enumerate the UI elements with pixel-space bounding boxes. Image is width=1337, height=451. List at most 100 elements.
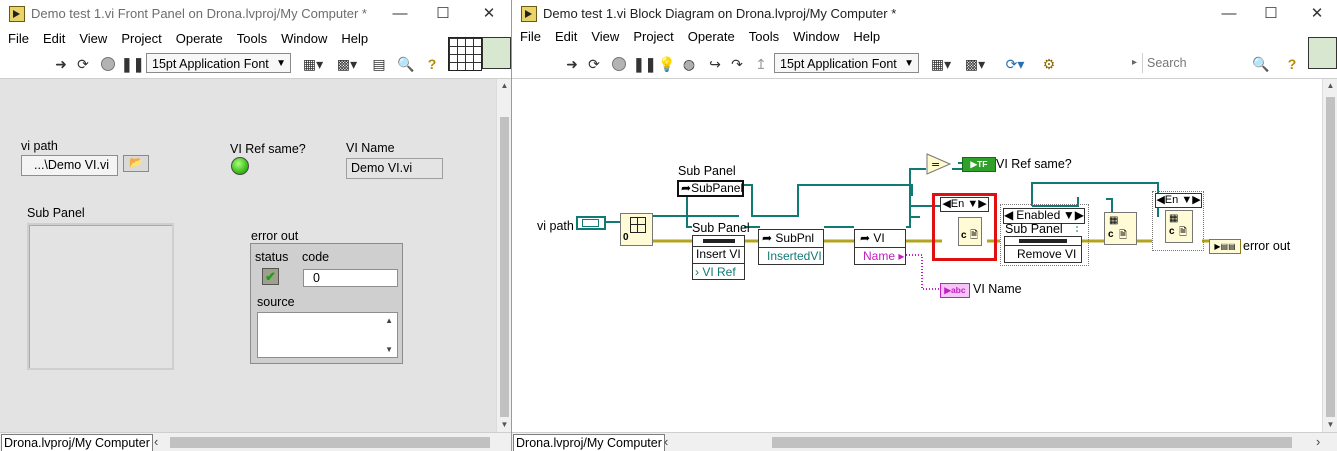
vi-name-terminal[interactable]: ▶abc xyxy=(940,283,970,298)
close-reference-node-3[interactable]: ▦c🗎 xyxy=(1165,210,1193,243)
close-button[interactable]: ✕ xyxy=(1310,5,1324,22)
menu-help[interactable]: Help xyxy=(341,31,369,46)
vi-path-terminal[interactable] xyxy=(576,216,606,230)
context-help-icon[interactable]: ? xyxy=(427,56,437,72)
menu-project[interactable]: Project xyxy=(633,29,674,44)
scroll-thumb[interactable] xyxy=(500,117,509,417)
scroll-right-icon[interactable]: › xyxy=(1316,434,1321,449)
connector-pane-icon[interactable] xyxy=(448,37,482,71)
menu-edit[interactable]: Edit xyxy=(42,31,66,46)
block-diagram-vscroll[interactable]: ▲ ▼ xyxy=(1322,79,1337,432)
retain-wire-values-icon[interactable]: ◍ xyxy=(682,56,696,72)
menu-window[interactable]: Window xyxy=(281,31,328,46)
clean-up-diagram-icon[interactable]: ⚙ xyxy=(1042,56,1056,72)
insert-vi-sub-panel-label: Sub Panel xyxy=(692,221,750,235)
menu-help[interactable]: Help xyxy=(853,29,881,44)
step-into-icon[interactable]: ↪ xyxy=(709,56,721,72)
scroll-up-icon[interactable]: ▲ xyxy=(1326,81,1335,90)
distribute-objects-icon[interactable]: ▩▾ xyxy=(336,56,358,72)
maximize-button[interactable]: ☐ xyxy=(1264,5,1278,22)
font-select[interactable]: 15pt Application Font▼ xyxy=(774,53,919,73)
abort-icon[interactable] xyxy=(611,55,627,73)
horizontal-scroll-thumb[interactable] xyxy=(170,437,490,448)
scroll-up-icon[interactable]: ▲ xyxy=(385,316,393,325)
search-input[interactable]: Search xyxy=(1142,53,1273,73)
run-continuously-icon[interactable]: ⟳ xyxy=(77,56,89,72)
scroll-down-icon[interactable]: ▼ xyxy=(385,345,393,354)
enabled-case-structure[interactable]: ◀Enabled▼▶ Sub Panel Remove VI xyxy=(1000,204,1089,266)
vi-icon[interactable] xyxy=(482,37,511,69)
search-icon[interactable]: 🔍 xyxy=(1252,56,1270,72)
menu-tools[interactable]: Tools xyxy=(748,29,780,44)
menu-project[interactable]: Project xyxy=(121,31,162,46)
search-expand-icon[interactable]: ▸ xyxy=(1132,57,1138,68)
vi-ref-same-terminal[interactable]: ▶TF xyxy=(962,157,996,172)
highlight-execution-icon[interactable]: 💡 xyxy=(658,56,676,72)
align-objects-icon[interactable]: ▦▾ xyxy=(930,56,952,72)
vi-ref-same-label: VI Ref same? xyxy=(230,142,306,156)
open-vi-reference-node[interactable]: 0 xyxy=(620,213,653,246)
toolbar: ➜ ⟳ ❚❚ 💡 ◍ ↪ ↷ ↥ 15pt Application Font▼ … xyxy=(512,37,1337,79)
close-button[interactable]: ✕ xyxy=(482,5,496,22)
distribute-objects-icon[interactable]: ▩▾ xyxy=(964,56,986,72)
highlighted-case-structure[interactable]: ◀En ▼▶ c🗎 xyxy=(932,193,997,261)
subpnl-header: ➦ SubPnl xyxy=(759,230,823,248)
case-selector-en[interactable]: ◀En ▼▶ xyxy=(940,197,989,212)
minimize-button[interactable]: — xyxy=(1221,5,1237,22)
search-icon[interactable]: 🔍 xyxy=(397,56,415,72)
scroll-left-icon[interactable]: ‹ xyxy=(664,434,669,449)
pause-icon[interactable]: ❚❚ xyxy=(121,56,145,72)
case-selector-enabled[interactable]: ◀Enabled▼▶ xyxy=(1003,208,1085,224)
resize-objects-icon[interactable]: ▤ xyxy=(372,56,386,72)
scroll-thumb[interactable] xyxy=(1326,97,1335,417)
scroll-left-icon[interactable]: ‹ xyxy=(154,434,159,449)
menu-operate[interactable]: Operate xyxy=(687,29,735,44)
vi-name-indicator: Demo VI.vi xyxy=(346,158,443,179)
run-arrow-icon[interactable]: ➜ xyxy=(566,56,578,72)
remove-vi-invoke-node[interactable]: Remove VI xyxy=(1004,236,1082,263)
window-title: Demo test 1.vi Block Diagram on Drona.lv… xyxy=(543,6,897,21)
reorder-icon[interactable]: ⟳▾ xyxy=(1005,56,1025,72)
insert-vi-invoke-node[interactable]: Insert VI › VI Ref xyxy=(692,235,745,280)
property-node-subpnl[interactable]: ➦ SubPnl InsertedVI xyxy=(758,229,824,265)
browse-button[interactable]: 📂 xyxy=(123,155,149,172)
menu-view[interactable]: View xyxy=(79,31,108,46)
maximize-button[interactable]: ☐ xyxy=(436,5,450,22)
minimize-button[interactable]: — xyxy=(392,5,408,22)
scroll-down-icon[interactable]: ▼ xyxy=(500,420,509,429)
horizontal-scroll-thumb[interactable] xyxy=(772,437,1292,448)
menu-operate[interactable]: Operate xyxy=(175,31,223,46)
menu-tools[interactable]: Tools xyxy=(236,31,268,46)
front-panel-vscroll[interactable]: ▲ ▼ xyxy=(496,79,511,432)
subpanel-reference-constant[interactable]: ➦SubPanel xyxy=(677,180,744,197)
vi-path-control[interactable]: ...\Demo VI.vi xyxy=(21,155,118,176)
pause-icon[interactable]: ❚❚ xyxy=(633,56,657,72)
error-out-terminal[interactable]: ▶▤▤ xyxy=(1209,239,1241,254)
menu-file[interactable]: File xyxy=(520,29,541,44)
title-bar: Demo test 1.vi Front Panel on Drona.lvpr… xyxy=(0,0,511,28)
scroll-up-icon[interactable]: ▲ xyxy=(500,81,509,90)
step-out-icon[interactable]: ↥ xyxy=(755,56,767,72)
block-diagram-window: Demo test 1.vi Block Diagram on Drona.lv… xyxy=(512,0,1337,451)
vi-property-header: ➦ VI xyxy=(855,230,905,248)
case-selector-en2[interactable]: ◀En ▼▶ xyxy=(1155,193,1202,208)
run-continuously-icon[interactable]: ⟳ xyxy=(588,56,600,72)
property-node-vi[interactable]: ➦ VI Name ▸ xyxy=(854,229,906,265)
align-objects-icon[interactable]: ▦▾ xyxy=(302,56,324,72)
menu-file[interactable]: File xyxy=(8,31,29,46)
menu-edit[interactable]: Edit xyxy=(554,29,578,44)
abort-icon[interactable] xyxy=(100,55,116,73)
vi-icon[interactable] xyxy=(1308,37,1337,69)
context-help-icon[interactable]: ? xyxy=(1287,56,1297,72)
step-over-icon[interactable]: ↷ xyxy=(731,56,743,72)
font-select[interactable]: 15pt Application Font▼ xyxy=(146,53,291,73)
scroll-down-icon[interactable]: ▼ xyxy=(1326,420,1335,429)
close-reference-node-2[interactable]: ▦c🗎 xyxy=(1104,212,1137,245)
case-structure-3[interactable]: ◀En ▼▶ ▦c🗎 xyxy=(1152,191,1204,251)
equal-function[interactable]: = xyxy=(926,153,952,175)
run-arrow-icon[interactable]: ➜ xyxy=(55,56,67,72)
menu-window[interactable]: Window xyxy=(793,29,840,44)
code-value: 0 xyxy=(313,271,320,285)
close-reference-node[interactable]: c🗎 xyxy=(958,217,982,246)
menu-view[interactable]: View xyxy=(591,29,620,44)
